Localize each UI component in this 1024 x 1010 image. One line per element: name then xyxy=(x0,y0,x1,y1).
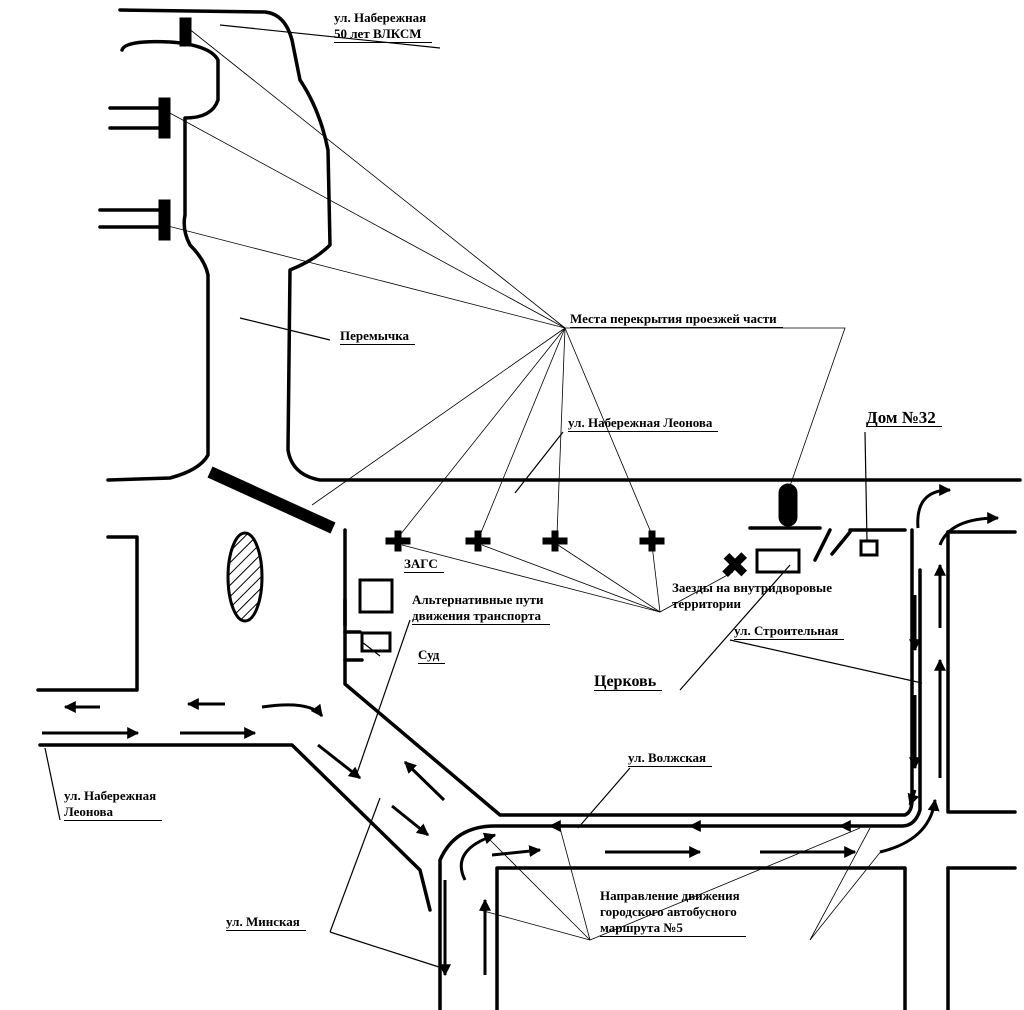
barrier-small-1 xyxy=(385,530,411,552)
barrier-small-2 xyxy=(465,530,491,552)
label-zags: ЗАГС xyxy=(404,556,444,573)
label-naberezhnaya-leonova-top: ул. Набережная Леонова xyxy=(568,415,719,432)
barrier-branch1 xyxy=(158,97,171,139)
label-bus-route-line2: городского автобусного xyxy=(600,904,737,919)
label-bus-route-line1: Направление движения xyxy=(600,888,740,903)
barrier-small-3 xyxy=(542,530,568,552)
label-naberezhnaya-leonova-left: ул. Набережная Леонова xyxy=(64,788,163,821)
closure-barriers xyxy=(158,17,798,578)
label-bus-route-line3: маршрута №5 xyxy=(600,920,683,935)
label-peremychka: Перемычка xyxy=(340,328,416,345)
label-entries-line1: Заезды на внутридворовые xyxy=(672,580,832,595)
barrier-top xyxy=(179,17,192,47)
label-alt-paths: Альтернативные пути движения транспорта xyxy=(412,592,550,625)
road-edges xyxy=(36,8,1022,1010)
label-closure-points: Места перекрытия проезжей части xyxy=(570,311,783,328)
label-naberezhnaya-50-line2: 50 лет ВЛКСМ xyxy=(334,26,422,41)
barrier-entry xyxy=(722,552,748,578)
label-leonova-left-line1: ул. Набережная xyxy=(64,788,157,803)
label-minskaya: ул. Минская xyxy=(226,914,306,931)
label-leonova-left-line2: Леонова xyxy=(64,804,114,819)
house-32-marker xyxy=(859,539,879,557)
label-stroitelnaya: ул. Строительная xyxy=(734,623,845,640)
barrier-branch2 xyxy=(158,199,171,241)
label-alt-paths-line1: Альтернативные пути xyxy=(412,592,544,607)
label-entries-line2: территории xyxy=(672,596,742,611)
traffic-arrows xyxy=(42,484,1000,977)
label-sud: Суд xyxy=(418,647,446,664)
zags-building xyxy=(358,578,394,614)
label-naberezhnaya-50-line1: ул. Набережная xyxy=(334,10,427,25)
court-building xyxy=(360,631,392,653)
label-tserkov: Церковь xyxy=(594,674,663,691)
label-bus-route: Направление движения городского автобусн… xyxy=(600,888,746,937)
barrier-small-4 xyxy=(639,530,665,552)
label-alt-paths-line2: движения транспорта xyxy=(412,608,542,623)
label-entries: Заезды на внутридворовые территории xyxy=(672,580,832,612)
label-dom32: Дом №32 xyxy=(866,409,942,427)
label-naberezhnaya-50-vlksm: ул. Набережная 50 лет ВЛКСМ xyxy=(334,10,433,43)
label-volzhskaya: ул. Волжская xyxy=(628,750,713,767)
hatched-area xyxy=(226,531,264,623)
leader-lines xyxy=(44,24,923,969)
buildings xyxy=(358,539,879,653)
courtyard-building xyxy=(755,548,801,574)
barrier-diagonal xyxy=(207,466,336,534)
barrier-oval xyxy=(778,483,798,527)
